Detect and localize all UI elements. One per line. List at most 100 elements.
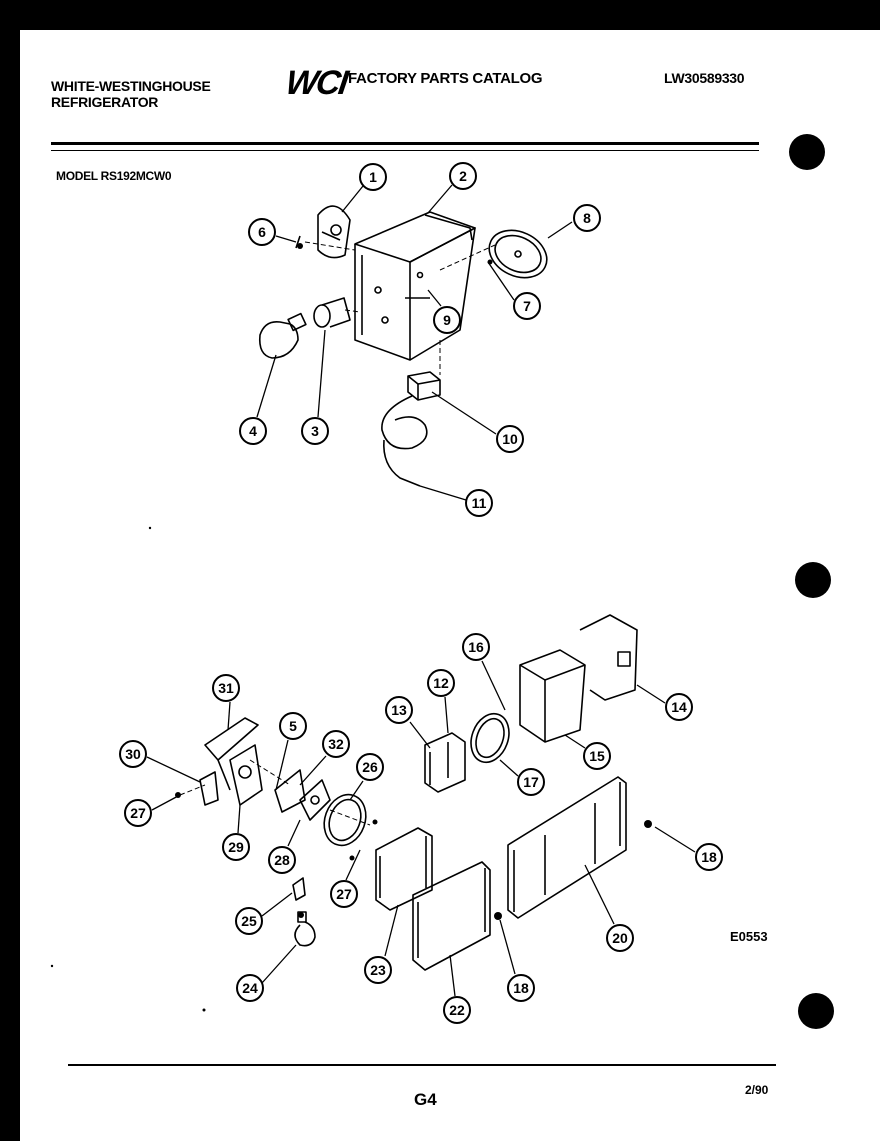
part-callout: 27 [330, 880, 358, 908]
callout-circle [330, 880, 358, 908]
catalog-title: FACTORY PARTS CATALOG [348, 70, 543, 87]
part-callout: 11 [465, 489, 493, 517]
callout-circle [124, 799, 152, 827]
part-callout: 30 [119, 740, 147, 768]
part-callout: 16 [462, 633, 490, 661]
callout-circle [279, 712, 307, 740]
bulb-small-part [294, 911, 316, 947]
callout-circle [449, 162, 477, 190]
part-callout: 5 [279, 712, 307, 740]
evaporator-cover-large [507, 776, 627, 919]
damper-control-part [470, 712, 510, 764]
punch-hole-bottom [798, 993, 834, 1029]
callout-circle [119, 740, 147, 768]
part-callout: 18 [507, 974, 535, 1002]
brand-line-1: WHITE-WESTINGHOUSE [51, 78, 211, 94]
part-callout: 29 [222, 833, 250, 861]
part-callout: 26 [356, 753, 384, 781]
part-callout: 4 [239, 417, 267, 445]
part-callout: 20 [606, 924, 634, 952]
socket-bracket-part [317, 205, 351, 259]
fan-motor-assembly [199, 717, 263, 806]
callout-number: 18 [701, 849, 717, 865]
callout-circle [433, 306, 461, 334]
part-callout: 7 [513, 292, 541, 320]
part-callout: 8 [573, 204, 601, 232]
part-callout: 15 [583, 742, 611, 770]
model-label: MODEL RS192MCW0 [56, 169, 172, 183]
fan-shroud-ring-part [323, 793, 367, 847]
callout-circle [301, 417, 329, 445]
callout-circle [248, 218, 276, 246]
callout-number: 14 [671, 699, 687, 715]
control-cover-part [579, 614, 638, 701]
callout-circle [385, 696, 413, 724]
light-housing-assembly [354, 211, 476, 361]
part-callout: 13 [385, 696, 413, 724]
hardware-fasteners [50, 243, 652, 1012]
part-callout: 17 [517, 768, 545, 796]
callout-circle [573, 204, 601, 232]
callout-number: 6 [258, 224, 266, 240]
print-date: 2/90 [745, 1083, 769, 1097]
callout-circle [665, 693, 693, 721]
callout-number: 29 [228, 839, 244, 855]
part-callout: 24 [236, 974, 264, 1002]
callout-number: 25 [241, 913, 257, 929]
insulation-block-part [519, 649, 586, 743]
callout-circle [222, 833, 250, 861]
part-callout: 32 [322, 730, 350, 758]
callout-circle [268, 846, 296, 874]
callout-circle [496, 425, 524, 453]
callout-number: 28 [274, 852, 290, 868]
callout-circle [322, 730, 350, 758]
callout-number: 16 [468, 639, 484, 655]
callout-number: 22 [449, 1002, 465, 1018]
brand-line-2: REFRIGERATOR [51, 94, 159, 110]
evaporator-cover-small [412, 861, 491, 971]
callout-circle [507, 974, 535, 1002]
callout-number: 1 [369, 169, 377, 185]
page-code: G4 [414, 1090, 437, 1109]
callout-circle [236, 974, 264, 1002]
punch-hole-middle [795, 562, 831, 598]
callout-number: 27 [336, 886, 352, 902]
callout-circle [239, 417, 267, 445]
callout-number: 4 [249, 423, 257, 439]
callout-number: 24 [242, 980, 258, 996]
catalog-part-number: LW30589330 [664, 70, 745, 86]
assembly-guide-lines [179, 241, 496, 826]
callout-circle [364, 956, 392, 984]
part-callout: 2 [449, 162, 477, 190]
bulb-clip-part [292, 877, 306, 901]
callout-number: 18 [513, 980, 529, 996]
callout-number: 3 [311, 423, 319, 439]
callout-number: 32 [328, 736, 344, 752]
lens-part [488, 229, 548, 279]
diffuser-panel-part [375, 827, 433, 911]
callout-number: 9 [443, 312, 451, 328]
damper-frame-part [424, 732, 466, 793]
callout-number: 17 [523, 774, 539, 790]
callout-number: 31 [218, 680, 234, 696]
callout-circle [465, 489, 493, 517]
callout-circle [427, 669, 455, 697]
callout-number: 8 [583, 210, 591, 226]
part-callout: 23 [364, 956, 392, 984]
part-callout: 18 [695, 843, 723, 871]
callout-number: 27 [130, 805, 146, 821]
callout-circle [517, 768, 545, 796]
callout-number: 30 [125, 746, 141, 762]
diagram-reference-code: E0553 [730, 929, 768, 944]
fan-blade-part [274, 769, 331, 821]
callout-number: 10 [502, 431, 518, 447]
part-callout: 28 [268, 846, 296, 874]
part-callout: 1 [359, 163, 387, 191]
switch-part [407, 371, 441, 401]
callout-number: 23 [370, 962, 386, 978]
part-callout: 12 [427, 669, 455, 697]
footer-rule [68, 1064, 776, 1066]
